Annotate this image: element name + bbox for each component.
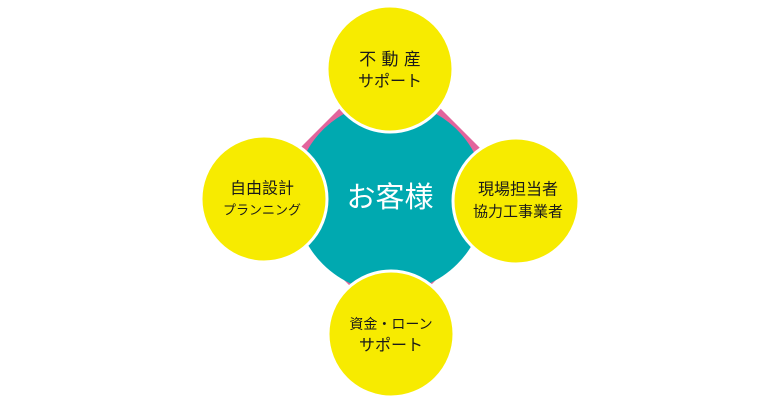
node-top-line1: 不 動 産	[359, 50, 421, 70]
node-top-line2: サポート	[358, 72, 422, 91]
node-bottom-line2: サポート	[359, 336, 423, 355]
node-bottom-circle	[326, 269, 456, 399]
node-right: 現場担当者 協力工事業者	[451, 136, 581, 266]
node-right-line1: 現場担当者	[478, 180, 558, 199]
center-circle	[295, 102, 485, 292]
node-left-line2: プランニング	[223, 204, 301, 219]
node-top-circle	[325, 4, 455, 134]
node-left: 自由設計 プランニング	[199, 134, 329, 264]
center-label: お客様	[346, 180, 433, 214]
node-bottom-line1: 資金・ローン	[349, 317, 432, 333]
node-right-line2: 協力工事業者	[473, 203, 563, 221]
node-right-circle	[451, 136, 581, 266]
node-left-line1: 自由設計	[230, 179, 294, 198]
node-bottom: 資金・ローン サポート	[326, 269, 456, 399]
node-top: 不 動 産 サポート	[325, 4, 455, 134]
node-left-circle	[199, 134, 329, 264]
